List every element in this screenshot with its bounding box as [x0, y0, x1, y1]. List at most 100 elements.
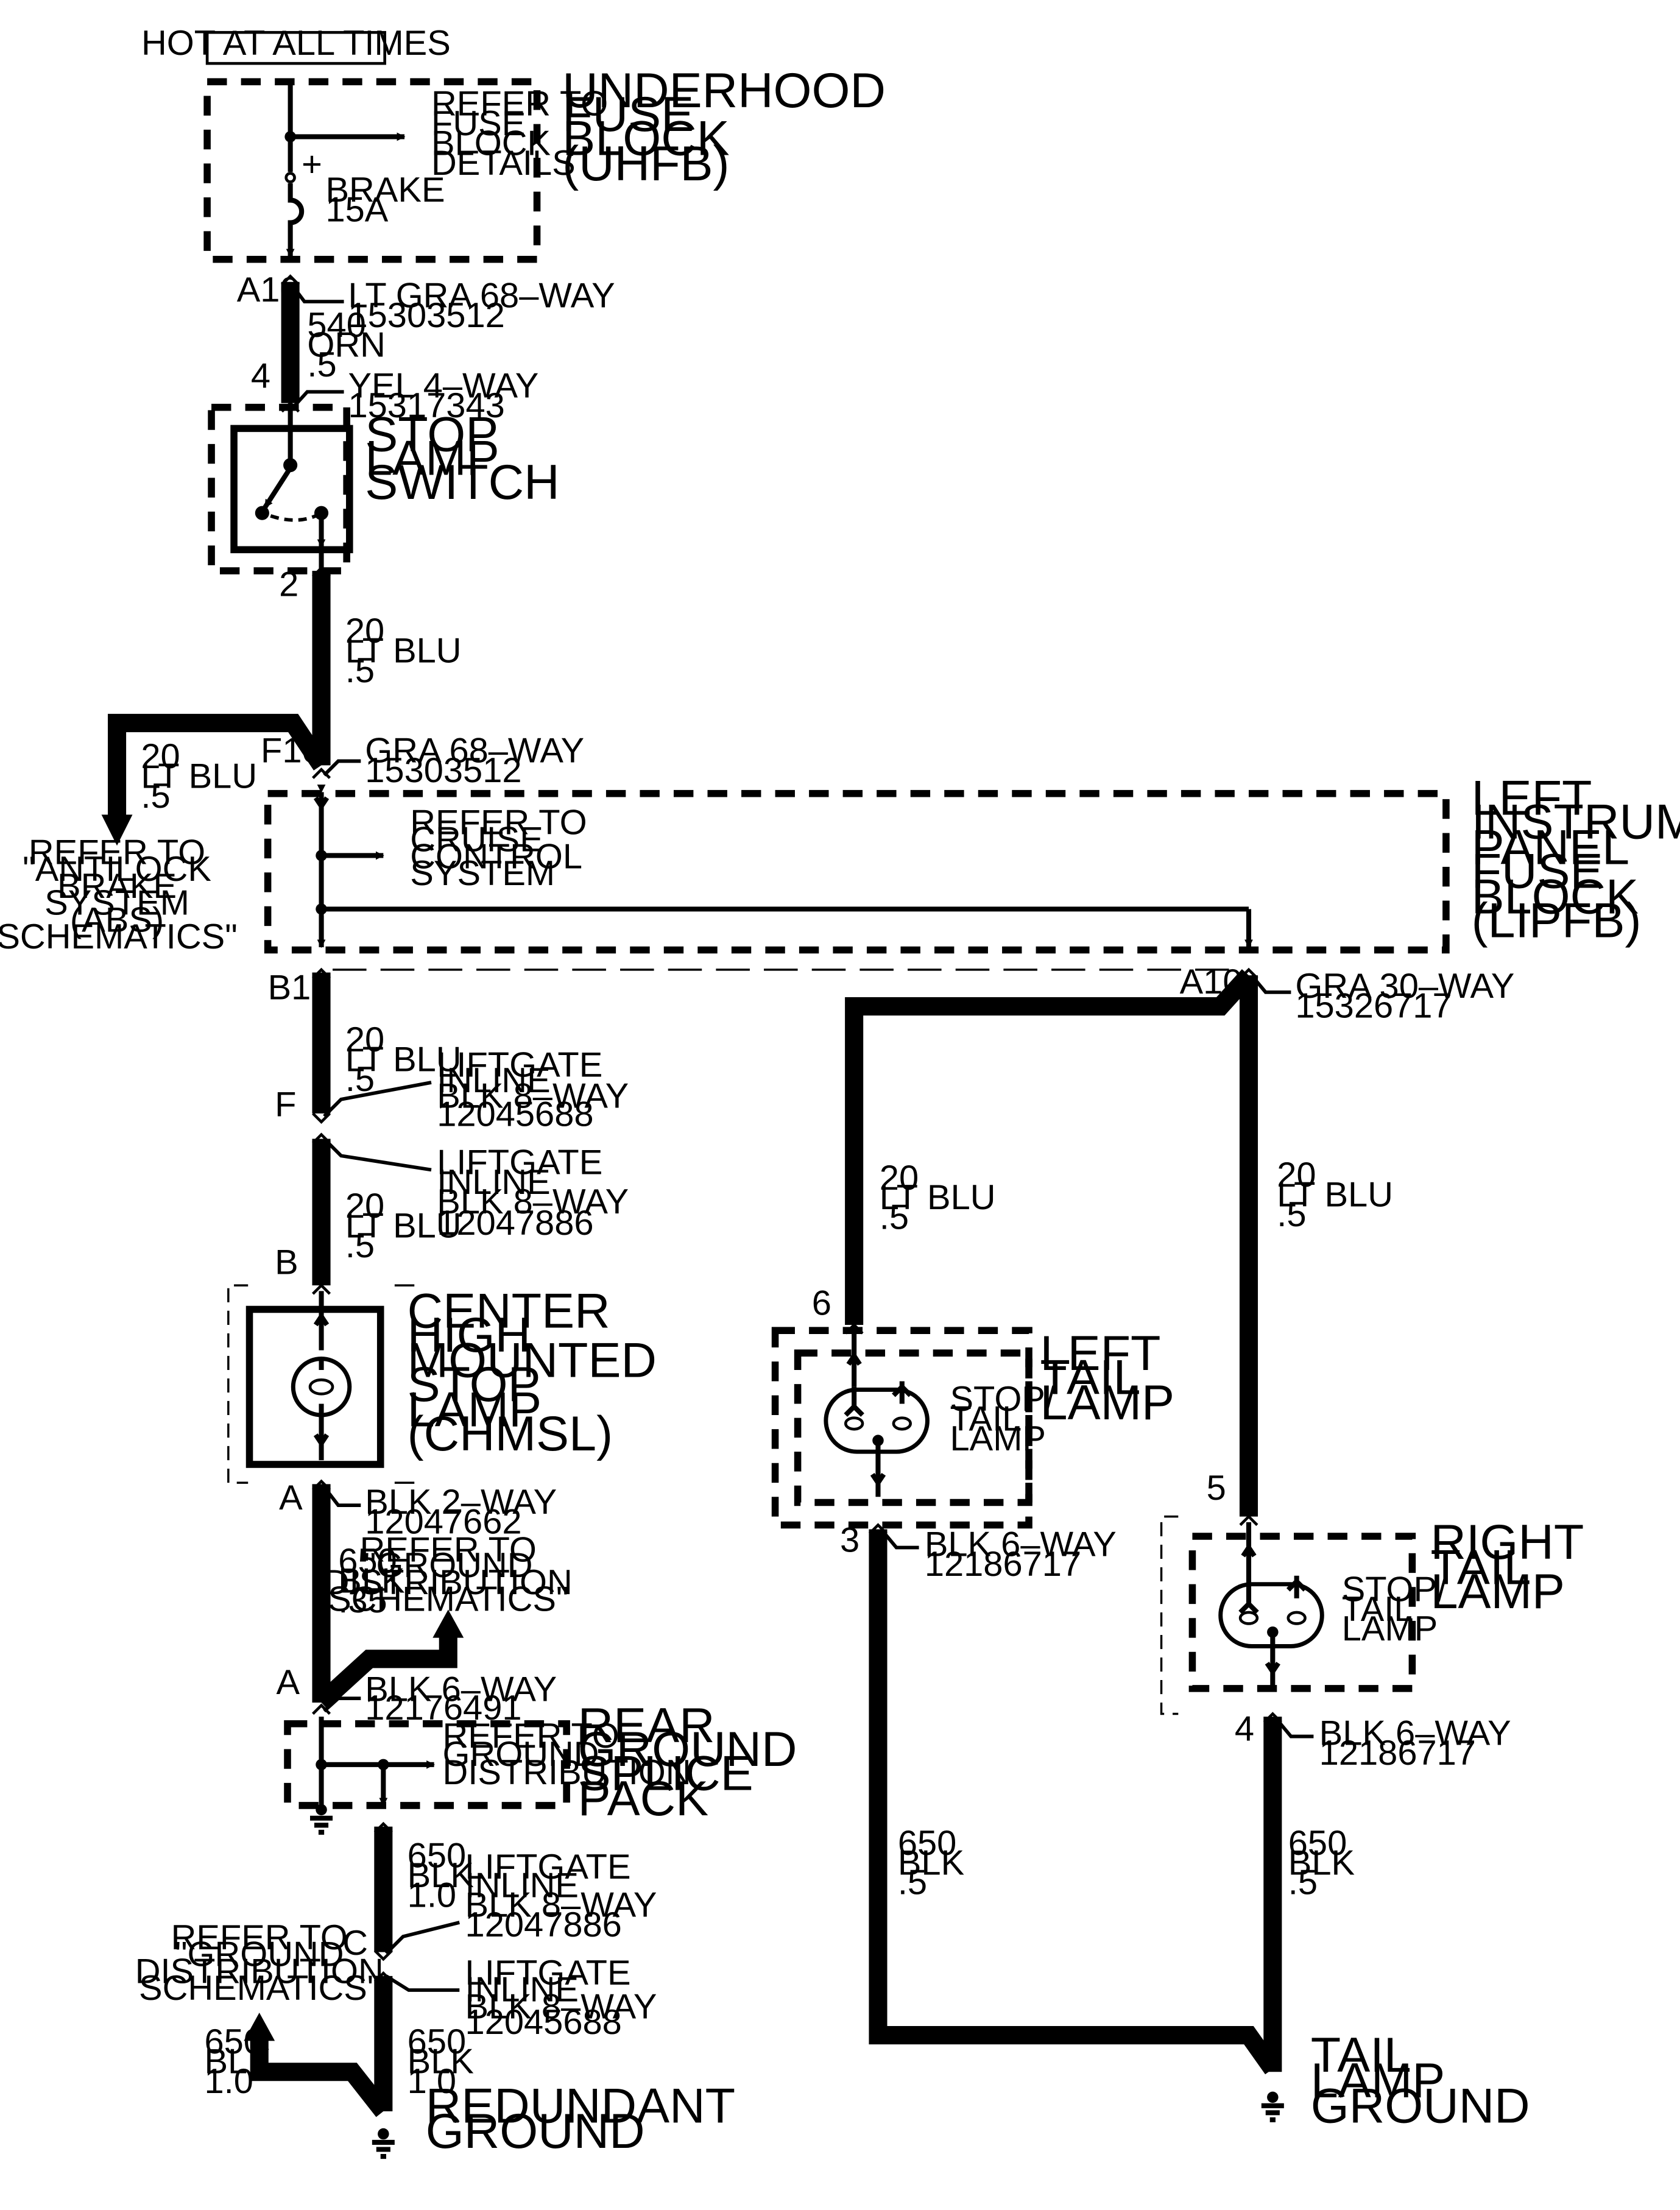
connector-stop-switch-out: 2: [279, 565, 331, 604]
wire-20b-color: LT BLU: [345, 1040, 462, 1079]
redundant-ground: REDUNDANT GROUND: [372, 2079, 735, 2159]
right-tail-out-color: BLK: [1288, 1843, 1355, 1882]
left-tail-conn-2: 12186717: [925, 1545, 1081, 1584]
conn-f-lower-label-1: LIFTGATE: [437, 1143, 602, 1182]
left-instrument-panel-fuse-block: REFER TO CRUISE CONTROL SYSTEM LEFT INST…: [264, 771, 1680, 954]
wire-650d-size: 1.0: [408, 2062, 456, 2101]
chmsl-title-3: MOUNTED: [408, 1333, 657, 1388]
wire-650a-num: 650: [338, 1542, 397, 1581]
left-tail-out-color: BLK: [898, 1843, 964, 1882]
lipfb-title-2: INSTRUMENT: [1472, 795, 1680, 850]
left-tail-wire-size: .5: [880, 1198, 909, 1237]
left-tail-bulb-3: LAMP: [950, 1419, 1045, 1458]
splice-title-3: SPLICE: [578, 1746, 754, 1801]
wire-20a-size: .5: [345, 651, 375, 690]
abs-refer-4: SYSTEM: [44, 884, 189, 923]
fuse-plus: +: [302, 145, 322, 184]
connector-f10: F10 GRA 68–WAY 15303512: [261, 732, 584, 790]
conn-c-lower-label-4: 12045688: [465, 2003, 622, 2042]
conn-c-lower-label-2: INLINE: [465, 1971, 579, 2010]
stop-lamp-switch: STOP LAMP SWITCH: [208, 403, 560, 574]
wire-650c-color: BLK: [204, 2042, 270, 2081]
conn-a10-label-2: 15303512: [348, 296, 504, 335]
left-tail-bulb-1: STOP/: [950, 1380, 1055, 1419]
left-tail-wire-num: 20: [880, 1159, 919, 1198]
switch-title-3: SWITCH: [365, 455, 559, 510]
wire-650b-size: 1.0: [408, 1876, 456, 1915]
left-tail-title-1: LEFT: [1040, 1326, 1161, 1381]
splice-title-2: GROUND: [578, 1722, 797, 1777]
left-tail-title-2: TAIL: [1040, 1350, 1141, 1405]
pin-a-chmsl: A: [279, 1478, 303, 1517]
conn-f-label-3: BLK 8–WAY: [437, 1077, 629, 1116]
hot-label-text: HOT AT ALL TIMES: [141, 24, 451, 63]
wire-20-ltblu-tail-feed: 20 LT BLU .5 20 LT BLU .5: [845, 969, 1393, 1517]
lipfb-title-5: BLOCK: [1472, 869, 1639, 924]
pin-4: 4: [251, 356, 270, 395]
uhfb-refer-3: BLOCK: [431, 124, 551, 163]
conn-c-label-2: INLINE: [465, 1866, 579, 1905]
uhfb-refer-1: REFER TO: [431, 85, 608, 124]
conn-c-lower-label-1: LIFTGATE: [465, 1954, 631, 1993]
lipfb-title-4: FUSE: [1472, 844, 1603, 899]
gnd-ref-2-line-2: "GROUND: [175, 1935, 344, 1974]
lipfb-refer-3: CONTROL: [410, 837, 582, 876]
left-tail-out-size: .5: [898, 1863, 927, 1902]
abs-wire-color: LT BLU: [141, 757, 257, 796]
abs-branch: 20 LT BLU .5 REFER TO "ANTILOCK BRAKE SY…: [0, 713, 330, 956]
wire-20-ltblu-a: 20 LT BLU .5: [312, 571, 462, 766]
left-tail-out-num: 650: [898, 1824, 956, 1863]
wire-650-blk-redundant: REFER TO "GROUND DISTRIBUTION SCHEMATICS…: [135, 1918, 474, 2117]
conn-sw-in-label-1: YEL 4–WAY: [348, 366, 538, 405]
splice-refer-2: GROUND: [443, 1735, 599, 1774]
gnd-ref-1-line-3: DISTRIBUTION: [324, 1563, 573, 1602]
right-tail-pin-in: 5: [1207, 1469, 1226, 1508]
connector-f-inline: F LIFTGATE INLINE BLK 8–WAY 12045688 LIF…: [275, 1046, 629, 1243]
pin-a-splice: A: [276, 1663, 300, 1702]
conn-f10-label-2: 15303512: [365, 751, 521, 790]
switch-title-1: STOP: [365, 407, 498, 462]
conn-f-label-2: INLINE: [437, 1061, 550, 1100]
fuse-label-2: 15A: [325, 190, 388, 229]
conn-chmsl-label-1: BLK 2–WAY: [365, 1483, 557, 1522]
conn-f-lower-label-4: 12047886: [437, 1204, 593, 1243]
wire-650d-num: 650: [408, 2022, 466, 2061]
splice-refer-3: DISTRIBUTION: [443, 1753, 691, 1792]
conn-c-label-3: BLK 8–WAY: [465, 1886, 657, 1925]
conn-f-lower-label-3: BLK 8–WAY: [437, 1182, 629, 1221]
uhfb-title-4: (UHFB): [562, 136, 729, 191]
pin-c: C: [342, 1924, 368, 1963]
right-tail-title-3: LAMP: [1430, 1564, 1565, 1619]
conn-chmsl-label-2: 12047662: [365, 1502, 521, 1541]
wire-650a-color: BLK: [338, 1562, 404, 1601]
abs-refer-5: (ABS): [70, 900, 164, 939]
conn-splice-label-1: BLK 6–WAY: [365, 1670, 557, 1709]
left-tail-title-3: LAMP: [1040, 1375, 1175, 1430]
right-tail-conn-2: 12186717: [1319, 1734, 1476, 1773]
connector-chmsl-out: A BLK 2–WAY 12047662: [279, 1478, 557, 1541]
wire-650-blk-tail-ground: 650 BLK .5 650 BLK .5: [869, 1529, 1355, 2075]
left-tail-bulb-2: TAIL: [950, 1399, 1022, 1438]
wire-650-blk-b: 650 BLK 1.0: [373, 1821, 474, 1952]
connector-splice-in: A BLK 6–WAY 12176491: [276, 1663, 557, 1728]
wire-650c-num: 650: [204, 2022, 263, 2061]
lipfb-refer-4: SYSTEM: [410, 854, 555, 893]
gnd-ref-2-line-1: REFER TO: [171, 1918, 348, 1957]
right-tail-wire-color: LT BLU: [1277, 1176, 1393, 1215]
left-tail-lamp: 6 STOP/ TAIL LAMP LEFT TAIL LAMP 3 BLK 6…: [771, 1284, 1175, 1584]
left-tail-pin-in: 6: [812, 1284, 831, 1323]
conn-sw-in-label-2: 15317343: [348, 386, 504, 425]
fuse-label-1: BRAKE: [325, 171, 445, 210]
left-tail-wire-color: LT BLU: [880, 1178, 996, 1217]
left-tail-conn-1: BLK 6–WAY: [925, 1525, 1117, 1564]
chmsl-title-6: (CHMSL): [408, 1407, 613, 1461]
tail-ground-title-1: TAIL: [1311, 2028, 1411, 2083]
wire-20a-color: LT BLU: [345, 631, 462, 670]
abs-refer-2: "ANTILOCK: [23, 850, 211, 889]
hot-at-all-times-label: HOT AT ALL TIMES: [141, 24, 451, 65]
conn-f10-label-1: GRA 68–WAY: [365, 732, 584, 771]
wire-20b-num: 20: [345, 1020, 384, 1059]
lipfb-refer-2: CRUISE: [410, 821, 543, 860]
gnd-ref-1-line-1: REFER TO: [360, 1531, 537, 1570]
switch-title-2: LAMP: [365, 431, 499, 486]
